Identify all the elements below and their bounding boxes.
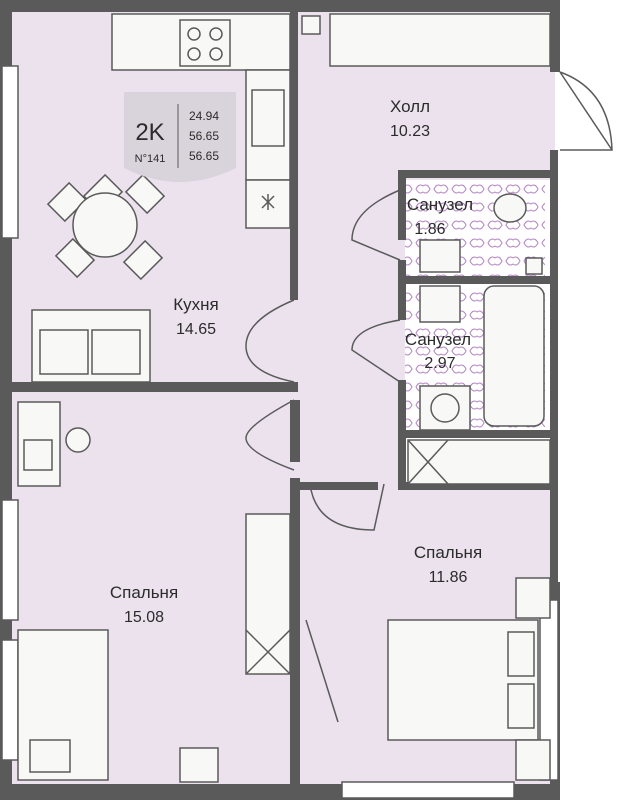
wall-bath-left3 bbox=[398, 380, 406, 438]
bedroom-right-furniture bbox=[305, 577, 551, 781]
kitchen-area: 14.65 bbox=[176, 321, 216, 338]
washer-drum bbox=[430, 393, 460, 423]
ladder bbox=[179, 747, 219, 783]
stove-burner-1 bbox=[187, 27, 201, 41]
stove-burner-4 bbox=[209, 47, 223, 61]
sofa-seat-right bbox=[91, 329, 141, 375]
kitchen-furniture bbox=[111, 13, 291, 229]
table-round bbox=[72, 192, 138, 258]
bedroom-right-name: Спальня bbox=[414, 543, 482, 562]
sofa-seat-left bbox=[39, 329, 89, 375]
wall-bottom-left bbox=[0, 784, 300, 800]
wall-bath-mid bbox=[398, 276, 550, 284]
wall-right-top bbox=[550, 0, 560, 72]
bath1-fixtures bbox=[419, 193, 543, 275]
wall-bath-left bbox=[398, 172, 406, 240]
kitchen-sofa bbox=[31, 309, 151, 383]
unit-code: 2K bbox=[135, 119, 164, 146]
chair-bottom-right bbox=[122, 239, 164, 281]
vent-bath1 bbox=[525, 257, 543, 275]
nightstand-top bbox=[515, 577, 551, 619]
bathtub bbox=[483, 285, 545, 427]
window-bedroom-left-2 bbox=[1, 639, 19, 761]
nightstand-bottom bbox=[515, 739, 551, 781]
wall-top bbox=[0, 0, 555, 12]
wardrobe-bedroom-left bbox=[245, 513, 291, 675]
pillow-right-2 bbox=[507, 683, 535, 729]
unit-area-2: 56.65 bbox=[189, 129, 219, 143]
wardrobe-corridor-x2 bbox=[407, 439, 449, 485]
bath2-area: 2.97 bbox=[424, 355, 455, 372]
window-kitchen bbox=[1, 65, 19, 239]
door-bath2-arc bbox=[351, 319, 401, 383]
corridor-wardrobe bbox=[407, 439, 551, 485]
window-bedroom-right bbox=[341, 781, 515, 799]
wall-right-mid bbox=[550, 150, 558, 582]
bedroom-right-area: 11.86 bbox=[429, 569, 468, 586]
door-bedroom-right-arc bbox=[309, 483, 385, 531]
stove bbox=[179, 19, 231, 67]
wall-center-bottom bbox=[290, 478, 300, 800]
sink-bath1 bbox=[419, 239, 461, 273]
wardrobe-corridor bbox=[407, 439, 551, 485]
door-entry-leaf bbox=[559, 71, 613, 151]
bath1-name: Санузел bbox=[407, 195, 473, 214]
stove-burner-3 bbox=[187, 47, 201, 61]
wall-bedroom-right-top3 bbox=[398, 482, 550, 490]
pillow-left bbox=[29, 739, 71, 773]
bath2-name: Санузел bbox=[405, 330, 471, 349]
windows bbox=[1, 65, 559, 799]
wall-bedroom-right-top bbox=[298, 482, 378, 490]
wardrobe-hall bbox=[329, 13, 551, 67]
bedroom-left-furniture bbox=[17, 401, 291, 783]
bedroom-left-area: 15.08 bbox=[124, 609, 164, 626]
dining-table bbox=[46, 173, 166, 281]
window-bedroom-left-1 bbox=[1, 499, 19, 621]
info-badge: 2K N°141 24.94 56.65 56.65 bbox=[124, 92, 236, 182]
unit-number: N°141 bbox=[135, 153, 166, 165]
chair-left bbox=[46, 181, 88, 223]
wall-center-lower bbox=[290, 400, 300, 462]
wall-bedroom-right-top2 bbox=[398, 438, 406, 490]
wall-bath-top bbox=[398, 170, 550, 178]
pillow-right-1 bbox=[507, 631, 535, 677]
laptop bbox=[23, 439, 53, 471]
door-bedroom-left-arc bbox=[245, 399, 295, 471]
bath2-fixtures bbox=[419, 285, 545, 431]
wardrobe-left-x2 bbox=[245, 629, 291, 675]
hall-name: Холл bbox=[390, 97, 430, 116]
doors bbox=[245, 71, 613, 531]
hall-shelf-mark bbox=[301, 15, 321, 35]
room-labels: Кухня 14.65 Холл 10.23 Санузел 1.86 Сану… bbox=[110, 97, 482, 626]
corridor-floor bbox=[295, 170, 405, 485]
unit-area-1: 24.94 bbox=[189, 109, 219, 123]
toilet-bath1 bbox=[493, 193, 527, 223]
badge-shape bbox=[124, 92, 236, 182]
bedroom-left-name: Спальня bbox=[110, 583, 178, 602]
wall-bath-bottom bbox=[398, 430, 550, 438]
chair-right bbox=[124, 173, 166, 215]
wall-bath-left2 bbox=[398, 260, 406, 320]
hall-area: 10.23 bbox=[390, 123, 430, 140]
bath1-area: 1.86 bbox=[414, 221, 445, 238]
wall-kitchen-hall bbox=[290, 12, 298, 300]
stove-burner-2 bbox=[209, 27, 223, 41]
door-entry-arc bbox=[559, 71, 613, 151]
sink-kitchen bbox=[251, 89, 285, 147]
unit-area-3: 56.65 bbox=[189, 149, 219, 163]
sink-bath2 bbox=[419, 285, 461, 323]
hall-wardrobe bbox=[301, 13, 551, 67]
tv-stand bbox=[305, 619, 339, 723]
door-kitchen-arc bbox=[245, 299, 295, 383]
kitchen-name: Кухня bbox=[173, 295, 219, 314]
door-bath1-arc bbox=[351, 189, 401, 261]
desk-chair bbox=[65, 427, 91, 453]
wall-kitchen-bedroom bbox=[12, 382, 298, 392]
